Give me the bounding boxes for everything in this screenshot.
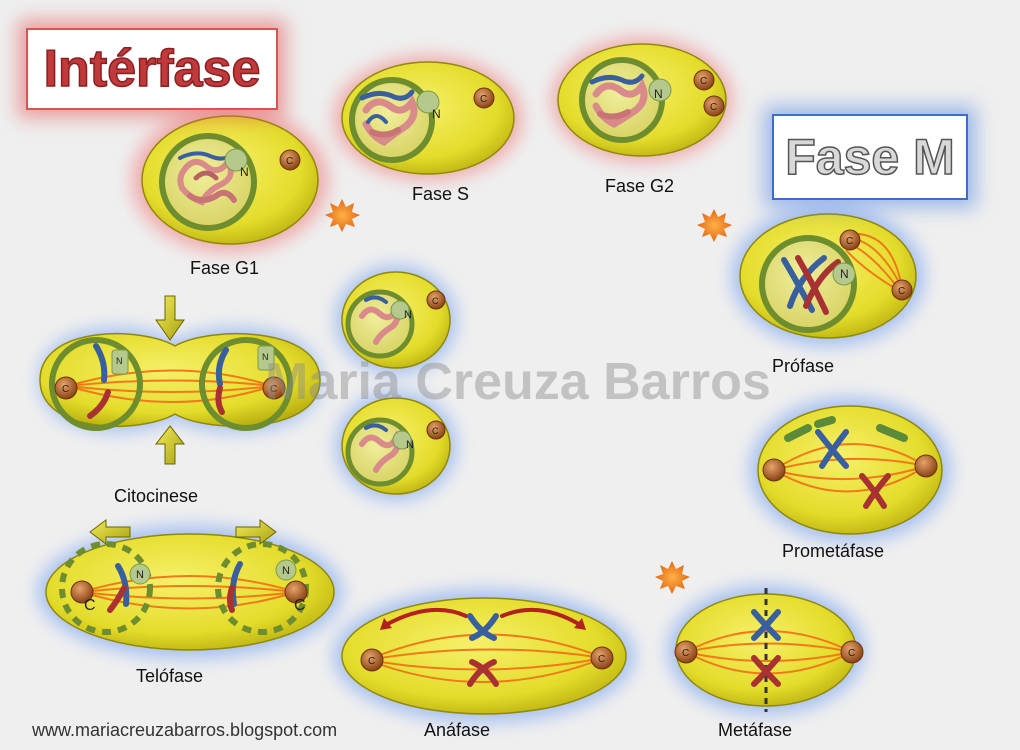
centriole-letter-telofase-b: C bbox=[294, 597, 306, 614]
checkpoint-sun-metafase bbox=[655, 561, 690, 594]
nucleolus-letter-citocinese-a: N bbox=[116, 356, 123, 366]
label-anafase: Anáfase bbox=[424, 720, 491, 740]
centriole-letter-anafase-a: C bbox=[368, 656, 375, 667]
centriole-letter-anafase-b: C bbox=[598, 654, 605, 665]
website-url: www.mariacreuzabarros.blogspot.com bbox=[32, 720, 338, 740]
centriole-letter-profase-a: C bbox=[846, 236, 853, 247]
telofase-arrows bbox=[89, 519, 277, 545]
nucleolus-letter-g1: N bbox=[240, 165, 249, 179]
cell-citocinese bbox=[39, 295, 321, 465]
nucleolus-letter-profase: N bbox=[840, 267, 849, 281]
cell-g2 bbox=[552, 38, 732, 162]
centriole-letter-g1: C bbox=[286, 156, 293, 167]
cell-prometafase bbox=[750, 398, 950, 542]
centriole-letter-daughter-top: C bbox=[432, 296, 439, 306]
label-telofase: Telófase bbox=[136, 666, 204, 686]
nucleolus-letter-daughter-bottom: N bbox=[406, 439, 414, 451]
nucleolus-letter-telofase-b: N bbox=[282, 565, 290, 577]
nucleolus-letter-g2: N bbox=[654, 87, 663, 101]
centriole-letter-citocinese-b: C bbox=[270, 384, 277, 395]
centriole-letter-s: C bbox=[480, 94, 487, 105]
daughter-cell-bottom bbox=[336, 392, 456, 500]
chromatin bbox=[177, 151, 237, 206]
nucleolus-letter-daughter-top: N bbox=[404, 309, 412, 321]
centriole-letter-citocinese-a: C bbox=[62, 384, 69, 395]
label-citocinese: Citocinese bbox=[114, 486, 199, 506]
interfase-title: Intérfase bbox=[26, 28, 278, 110]
centriole-letter-metafase-a: C bbox=[682, 648, 689, 659]
checkpoint-sun-g2 bbox=[697, 209, 732, 242]
label-profase: Prófase bbox=[772, 356, 835, 376]
centriole-letter-profase-b: C bbox=[898, 286, 905, 297]
cell-metafase bbox=[668, 586, 864, 714]
nucleolus-letter-s: N bbox=[432, 107, 441, 121]
cell-g1 bbox=[132, 108, 328, 252]
cell-anafase bbox=[334, 590, 634, 722]
label-prometafase: Prometáfase bbox=[782, 541, 885, 561]
nucleolus-letter-citocinese-b: N bbox=[262, 352, 269, 362]
checkpoint-sun-g1 bbox=[325, 199, 360, 232]
label-fase-g2: Fase G2 bbox=[605, 176, 675, 196]
centriole-letter-g2b: C bbox=[710, 102, 717, 113]
label-fase-s: Fase S bbox=[412, 184, 470, 204]
fase-m-title: Fase M bbox=[772, 114, 968, 200]
daughter-cell-top bbox=[336, 266, 456, 374]
centriole-letter-g2a: C bbox=[700, 76, 707, 87]
citocinese-arrows bbox=[154, 295, 186, 465]
label-metafase: Metáfase bbox=[718, 720, 793, 740]
centriole-letter-telofase-a: C bbox=[84, 597, 96, 614]
cell-profase bbox=[732, 206, 924, 346]
label-fase-g1: Fase G1 bbox=[190, 258, 260, 278]
centriole-letter-daughter-bottom: C bbox=[432, 426, 439, 436]
cell-s bbox=[334, 56, 522, 180]
nucleolus-letter-telofase-a: N bbox=[136, 569, 144, 581]
centriole-letter-metafase-b: C bbox=[848, 648, 855, 659]
cell-telofase bbox=[38, 519, 342, 658]
watermark: Maria Creuza Barros bbox=[265, 353, 771, 411]
